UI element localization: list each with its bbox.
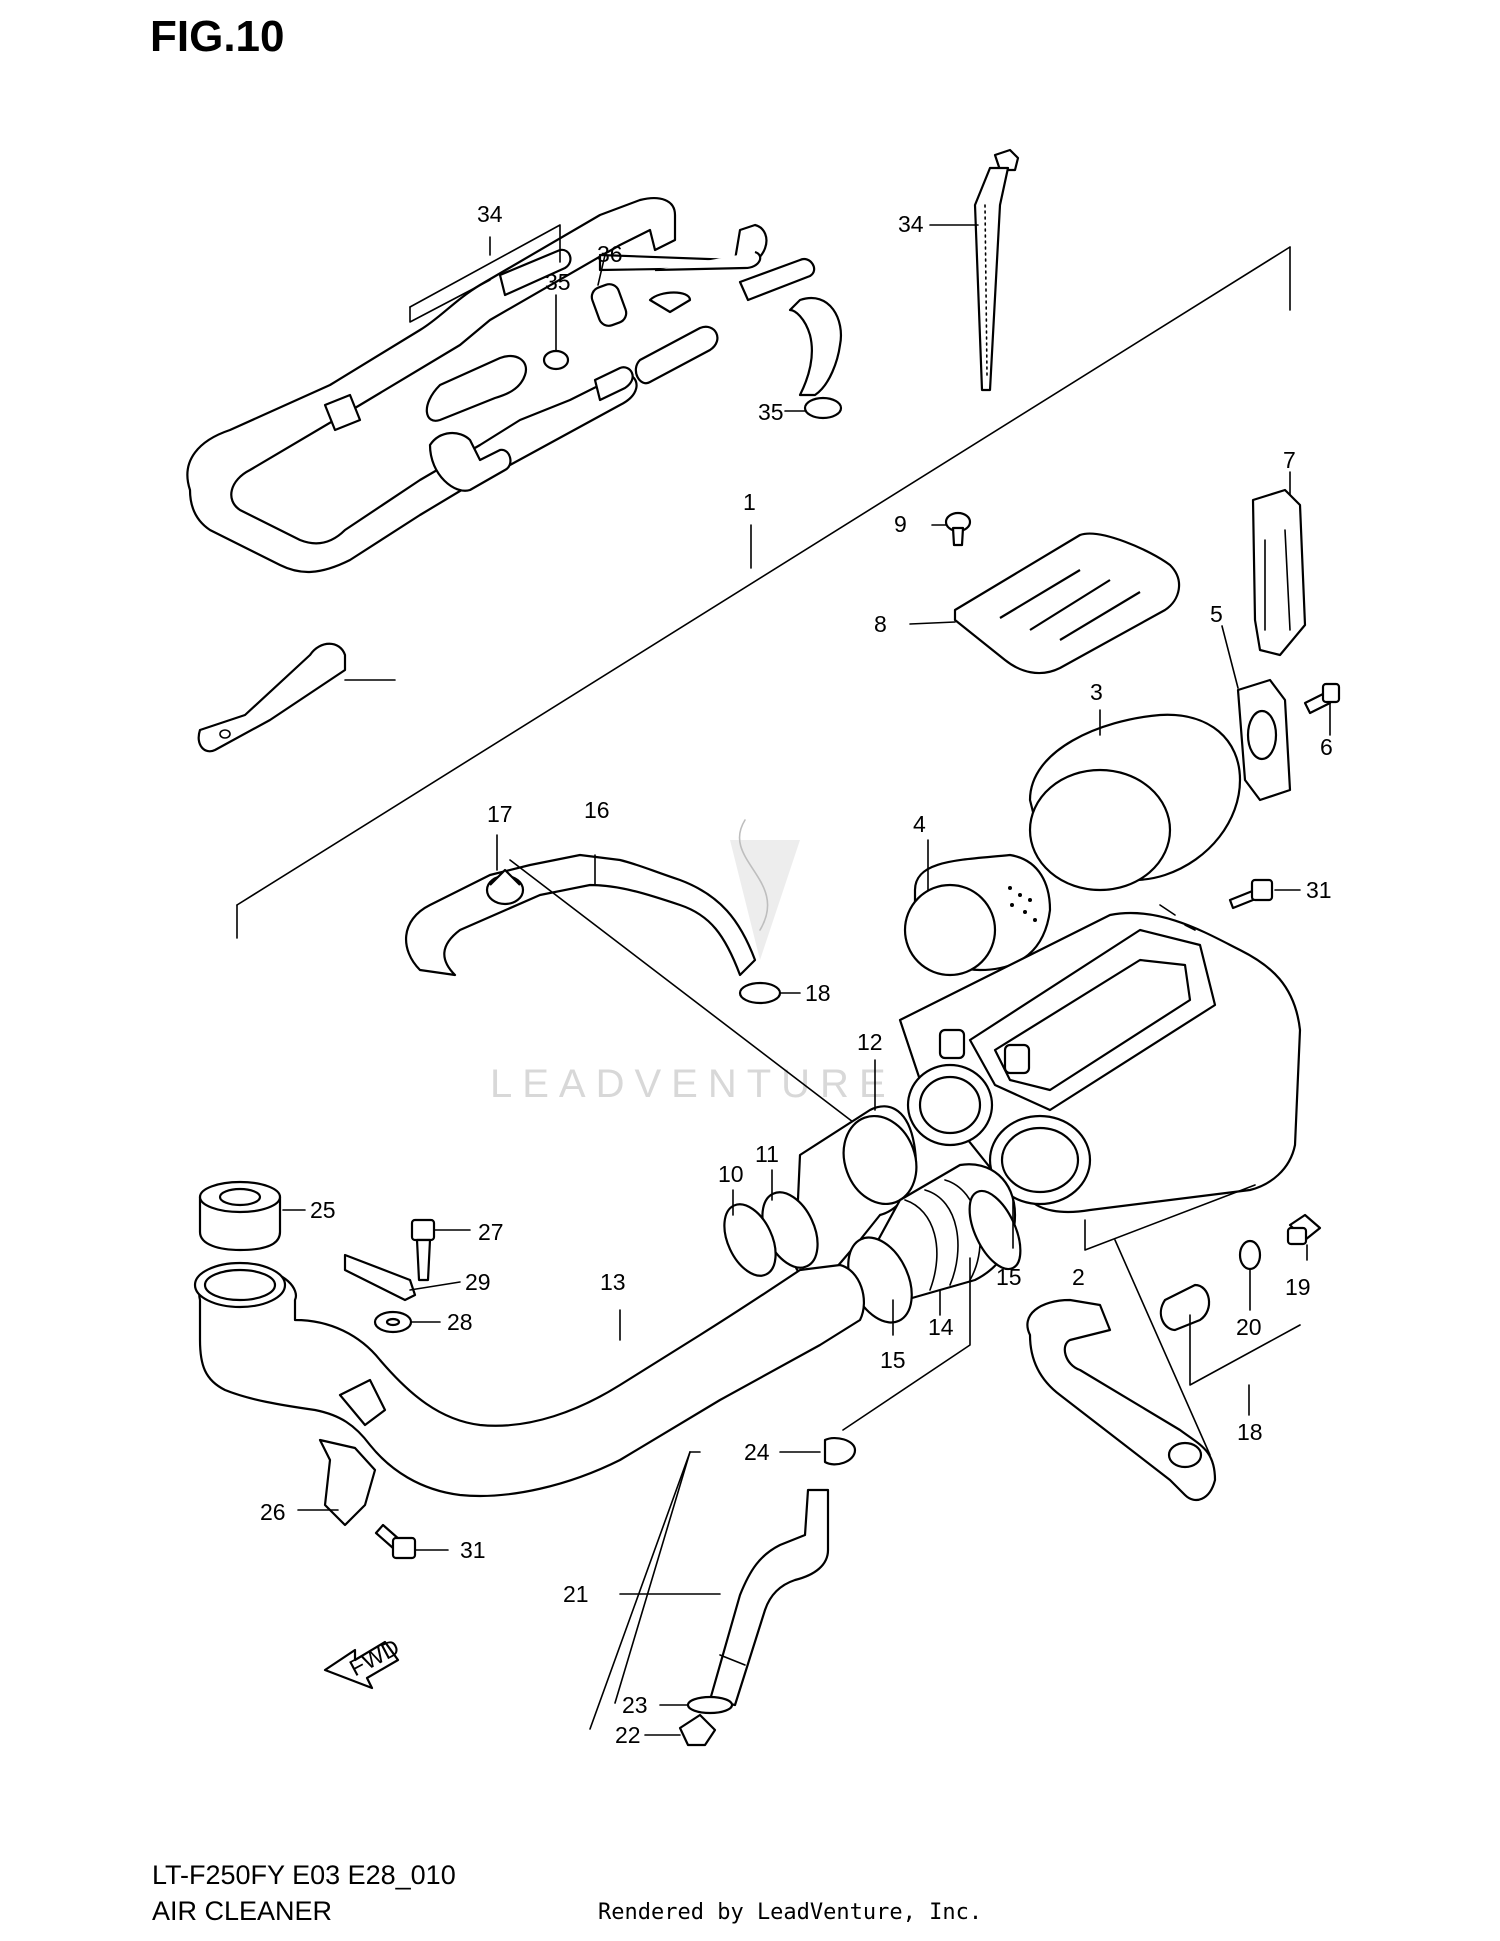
breather-hose-33 — [186, 197, 843, 574]
callout-9: 9 — [894, 511, 907, 537]
callout-11: 11 — [755, 1141, 779, 1167]
bracket-27 — [297, 1438, 377, 1527]
washer-29 — [373, 1310, 441, 1334]
callout-26: 25 — [310, 1197, 336, 1223]
callout-7: 7 — [1283, 447, 1296, 473]
drain-hose-19 — [1026, 1239, 1301, 1502]
leader-35 — [597, 254, 606, 286]
callout-22: 21 — [563, 1581, 589, 1607]
callout-15b: 15 — [996, 1264, 1022, 1290]
callout-33: 34 — [477, 201, 503, 227]
model-code: LT-F250FY E03 E28_010 — [152, 1860, 456, 1890]
cap-23 — [644, 1713, 717, 1747]
callout-1: 1 — [743, 489, 756, 515]
callout-8: 8 — [874, 611, 887, 637]
air-cleaner-case-2 — [898, 904, 1302, 1251]
callout-21: 20 — [1236, 1314, 1262, 1340]
callout-5: 5 — [1210, 601, 1223, 627]
callout-3: 3 — [1090, 679, 1103, 705]
bracket-33 — [409, 224, 561, 323]
callout-15a: 15 — [880, 1347, 906, 1373]
clamp-15-upper — [968, 1189, 1022, 1271]
callout-25: 24 — [744, 1439, 770, 1465]
plug-20 — [1286, 1213, 1322, 1261]
cable-tie-32 — [929, 148, 1020, 392]
clip-21 — [1238, 1239, 1262, 1311]
callout-6: 6 — [1320, 734, 1333, 760]
filter-inner-4 — [903, 839, 1052, 977]
callout-18: 17 — [487, 801, 513, 827]
assembly-bracket-1 — [236, 246, 1291, 939]
grommet-26 — [198, 1180, 306, 1252]
screw-9 — [931, 511, 972, 547]
screw-6 — [1303, 682, 1341, 736]
callout-27: 26 — [260, 1499, 286, 1525]
bracket-30 — [343, 1253, 461, 1302]
bracket-23-24-25 — [589, 1257, 971, 1730]
callout-35: 36 — [597, 241, 623, 267]
filter-element-3 — [1028, 709, 1242, 892]
drain-tube-22 — [619, 1488, 830, 1707]
callout-13: 13 — [600, 1269, 626, 1295]
callout-24: 23 — [622, 1692, 648, 1718]
clip-17 — [738, 981, 801, 1005]
callout-4: 4 — [913, 811, 926, 837]
bracket-36 — [197, 642, 396, 753]
callout-28: 27 — [478, 1219, 504, 1245]
callout-20: 19 — [1285, 1274, 1311, 1300]
callout-34a: 35 — [545, 269, 571, 295]
clamp-18 — [485, 834, 525, 906]
callout-14: 14 — [928, 1314, 954, 1340]
callout-12: 12 — [857, 1029, 883, 1055]
clip-7 — [1251, 471, 1307, 657]
callout-2: 2 — [1072, 1264, 1085, 1290]
callout-32: 34 — [898, 211, 924, 237]
bolt-31-bottom — [374, 1523, 449, 1560]
rendered-by-credit: Rendered by LeadVenture, Inc. — [598, 1900, 983, 1925]
section-name: AIR CLEANER — [152, 1896, 333, 1926]
clip-24 — [659, 1695, 734, 1715]
leadventure-watermark: LEADVENTURE — [490, 1062, 896, 1106]
callout-23: 22 — [615, 1722, 641, 1748]
clamp-25 — [779, 1436, 857, 1466]
watermark-logo — [730, 819, 800, 960]
filter-cover-8 — [909, 532, 1181, 675]
screw-28 — [410, 1218, 471, 1282]
clamp-10 — [723, 1189, 777, 1277]
figure-title: FIG.10 — [150, 12, 285, 61]
callout-30: 29 — [465, 1269, 491, 1295]
callout-29: 28 — [447, 1309, 473, 1335]
intake-tube-13 — [193, 1261, 865, 1498]
callout-34b: 35 — [758, 399, 784, 425]
bolt-31-top — [1228, 878, 1301, 910]
callout-16: 16 — [584, 797, 610, 823]
callout-31a: 31 — [1306, 877, 1332, 903]
plate-5 — [1221, 625, 1292, 802]
fwd-arrow-icon: FWD — [323, 1634, 404, 1690]
callout-17: 18 — [805, 980, 831, 1006]
callout-19: 18 — [1237, 1419, 1263, 1445]
intake-boot-12 — [793, 1059, 918, 1282]
callout-31b: 31 — [460, 1537, 486, 1563]
callout-10: 10 — [718, 1161, 744, 1187]
